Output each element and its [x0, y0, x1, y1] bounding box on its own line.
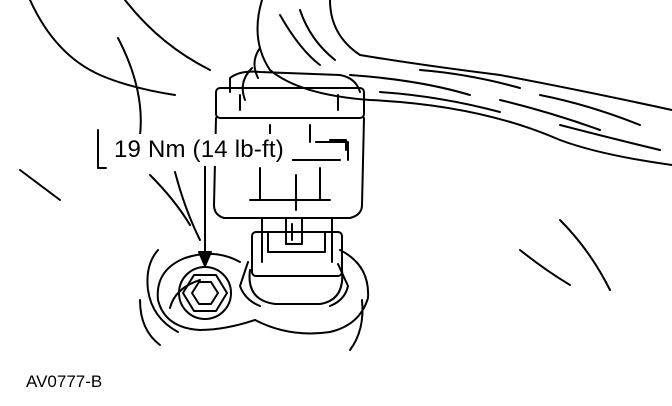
torque-leader-arrow — [198, 165, 212, 267]
bolt-head — [178, 266, 232, 320]
label-bracket — [97, 129, 349, 169]
sensor-body — [239, 217, 349, 307]
torque-spec-label: 19 Nm (14 lb-ft) — [104, 134, 292, 166]
wiring-harness — [241, 0, 672, 166]
engine-block-contours — [19, 0, 611, 291]
mounting-flange — [139, 249, 370, 351]
figure-id-label: AV0777-B — [26, 372, 103, 391]
